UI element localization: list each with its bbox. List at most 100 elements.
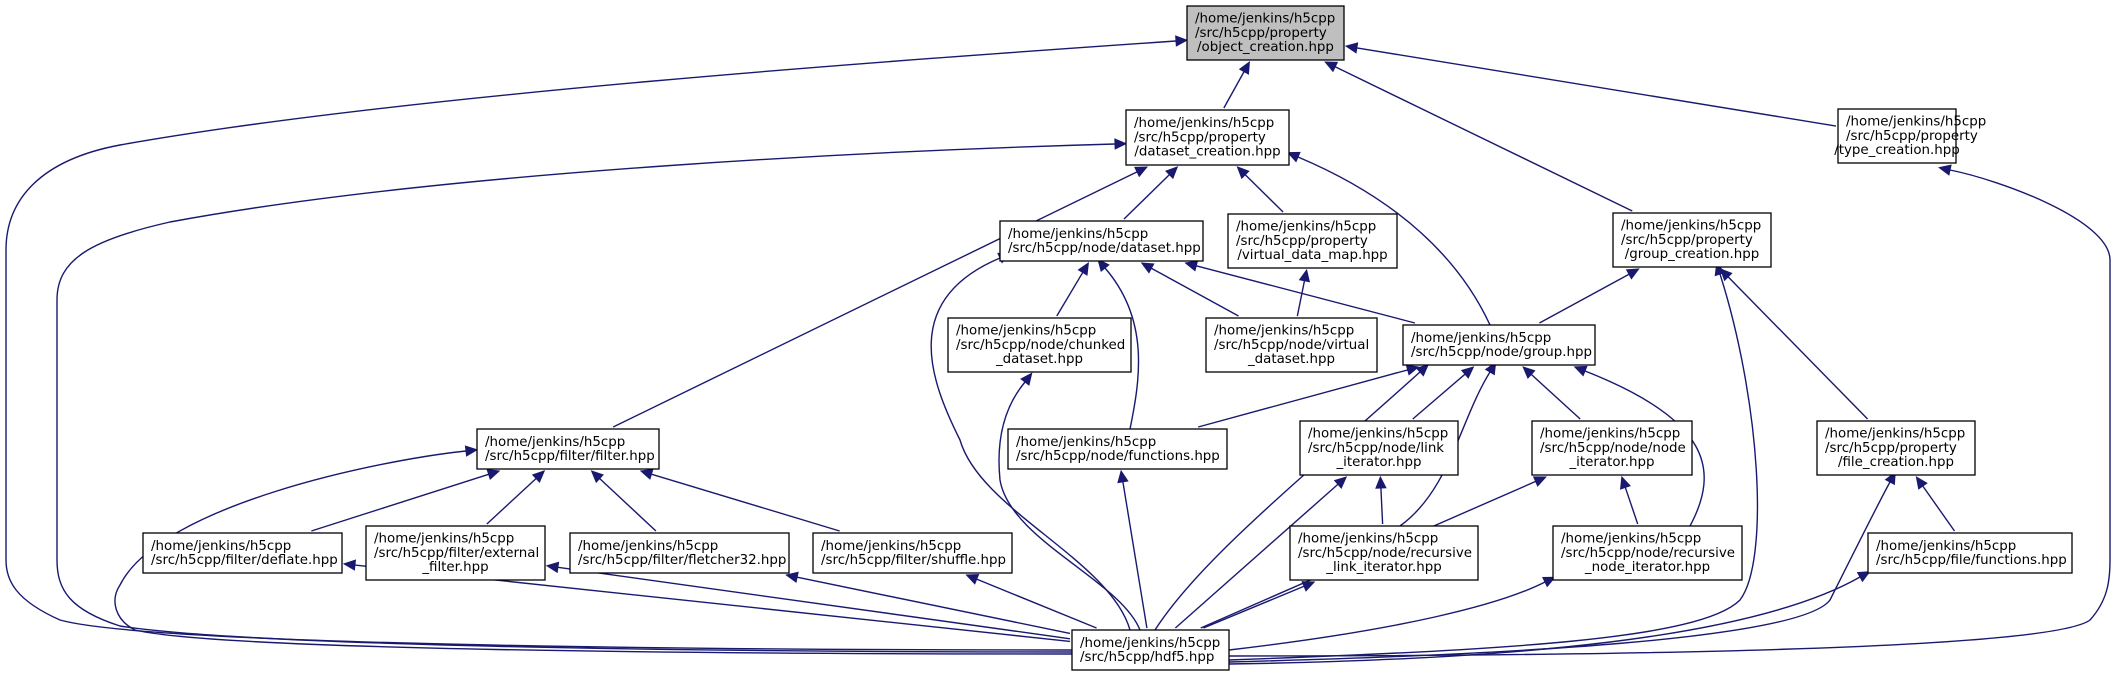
arrowhead-icon [1165,166,1179,180]
arrowhead-icon [1117,469,1129,484]
arrowhead-icon [1077,261,1090,276]
node-box [1816,420,1976,476]
node-dataset-creation[interactable]: /home/jenkins/h5cpp/src/h5cpp/property/d… [1125,109,1290,166]
edge-dataset-creation-to-object-creation [1223,60,1250,109]
edge-line [1203,585,1305,629]
node-label-line: /virtual_data_map.hpp [1237,248,1387,263]
node-box [1289,525,1479,581]
node-label-line: /home/jenkins/h5cpp [374,532,514,547]
node-label-line: /src/h5cpp/node/functions.hpp [1016,449,1220,464]
node-group-creation[interactable]: /home/jenkins/h5cpp/src/h5cpp/property/g… [1612,212,1772,268]
node-label-line: /src/h5cpp/hdf5.hpp [1080,650,1214,665]
node-label-line: /src/h5cpp/property [1236,234,1368,249]
edge-line [1380,487,1384,525]
node-label-line: /object_creation.hpp [1197,40,1334,55]
arrowhead-icon [464,445,479,457]
arrowhead-icon [1301,581,1316,592]
node-fletcher32[interactable]: /home/jenkins/h5cpp/src/h5cpp/filter/fle… [569,532,790,574]
node-shuffle[interactable]: /home/jenkins/h5cpp/src/h5cpp/filter/shu… [812,532,1013,574]
edge-file-functions-to-file-creation [1915,476,1956,532]
node-label-line: /home/jenkins/h5cpp [1008,227,1148,242]
node-box [1071,629,1230,671]
edge-line [976,578,1097,629]
node-box [476,428,660,470]
edge-hdf5-to-recursive-link-iterator [1203,581,1316,629]
edge-line [1727,276,1869,420]
node-label-line: /src/h5cpp/filter/fletcher32.hpp [578,553,786,568]
arrowhead-icon [639,468,654,480]
arrowhead-icon [1620,475,1631,490]
edge-type-creation-to-object-creation [1344,42,1837,127]
node-label-line: /src/h5cpp/node/link [1308,441,1444,456]
node-box [365,525,546,581]
arrowhead-icon [1460,366,1475,379]
arrowhead-icon [1405,364,1420,376]
node-label-line: _node_iterator.hpp [1584,560,1710,575]
node-file-functions[interactable]: /home/jenkins/h5cpp/src/h5cpp/file/funct… [1867,532,2073,574]
arrowhead-icon [1856,571,1871,583]
node-external-filter[interactable]: /home/jenkins/h5cpp/src/h5cpp/filter/ext… [365,525,546,581]
node-file-creation[interactable]: /home/jenkins/h5cpp/src/h5cpp/property/f… [1816,420,1976,476]
node-label-line: /home/jenkins/h5cpp [1308,427,1448,442]
node-label-line: /group_creation.hpp [1625,247,1760,262]
edge-line [1122,481,1148,629]
edge-line [1151,267,1239,317]
node-box [1227,213,1398,269]
edge-line [612,171,1138,428]
node-recursive-node-iterator[interactable]: /home/jenkins/h5cpp/src/h5cpp/node/recur… [1552,525,1743,581]
node-recursive-link-iterator[interactable]: /home/jenkins/h5cpp/src/h5cpp/node/recur… [1289,525,1479,581]
node-type-creation[interactable]: /home/jenkins/h5cpp/src/h5cpp/property/t… [1834,108,1986,164]
edge-line [1223,71,1245,109]
node-virtual-dataset[interactable]: /home/jenkins/h5cpp/src/h5cpp/node/virtu… [1205,317,1378,373]
node-label-line: /src/h5cpp/property [1195,26,1327,41]
node-label-line: /home/jenkins/h5cpp [1134,116,1274,131]
edge-link-iterator-to-node-group [1412,366,1475,420]
node-layer: /home/jenkins/h5cpp/src/h5cpp/property/o… [142,5,2073,671]
node-link-iterator[interactable]: /home/jenkins/h5cpp/src/h5cpp/node/link_… [1299,420,1459,476]
node-label-line: /src/h5cpp/property [1825,441,1957,456]
arrowhead-icon [1114,138,1128,150]
arrowhead-icon [1324,61,1339,73]
edge-line [1056,272,1084,317]
edge-node-functions-to-node-group [1198,364,1420,428]
node-virtual-data-map[interactable]: /home/jenkins/h5cpp/src/h5cpp/property/v… [1227,213,1398,269]
edge-line [796,576,1071,635]
node-deflate[interactable]: /home/jenkins/h5cpp/src/h5cpp/filter/def… [142,532,343,574]
node-node-iterator[interactable]: /home/jenkins/h5cpp/src/h5cpp/node/node_… [1531,420,1693,476]
edge-line [1104,267,1140,430]
node-label-line: /src/h5cpp/node/recursive [1561,546,1735,561]
edge-line [1228,581,1546,651]
node-label-line: /src/h5cpp/filter/shuffle.hpp [821,553,1006,568]
edge-line [1334,66,1633,212]
edge-hdf5-to-link-iterator [1174,476,1348,629]
node-label-line: /src/h5cpp/node/node [1540,441,1686,456]
edge-hdf5-to-object-creation [5,35,1189,651]
edge-hdf5-to-recursive-node-iterator [1228,576,1556,651]
edge-virtual-data-map-to-dataset-creation [1236,166,1284,213]
node-node-dataset[interactable]: /home/jenkins/h5cpp/src/h5cpp/node/datas… [999,220,1204,262]
node-label-line: /home/jenkins/h5cpp [1825,427,1965,442]
arrowhead-icon [1573,365,1588,377]
edge-hdf5-to-shuffle [965,573,1097,629]
node-hdf5[interactable]: /home/jenkins/h5cpp/src/h5cpp/hdf5.hpp [1071,629,1230,671]
node-node-functions[interactable]: /home/jenkins/h5cpp/src/h5cpp/node/funct… [1007,428,1228,470]
edge-line [1624,487,1639,525]
edge-line [1584,370,1705,527]
node-label-line: /home/jenkins/h5cpp [1080,636,1220,651]
arrowhead-icon [1286,151,1301,163]
node-chunked-dataset[interactable]: /home/jenkins/h5cpp/src/h5cpp/node/chunk… [947,317,1132,373]
node-box [1125,109,1290,166]
node-label-line: /home/jenkins/h5cpp [1876,539,2016,554]
node-label-line: /file_creation.hpp [1838,455,1954,470]
node-label-line: /home/jenkins/h5cpp [1236,220,1376,235]
arrowhead-icon [1938,164,1952,176]
arrowhead-icon [1298,268,1311,283]
node-label-line: /home/jenkins/h5cpp [956,324,1096,339]
node-box [1186,5,1345,61]
node-filter[interactable]: /home/jenkins/h5cpp/src/h5cpp/filter/fil… [476,428,660,470]
arrowhead-icon [1097,258,1110,273]
node-label-line: /src/h5cpp/file/functions.hpp [1876,553,2067,568]
node-node-group[interactable]: /home/jenkins/h5cpp/src/h5cpp/node/group… [1402,324,1596,366]
edge-node-iterator-to-node-group [1522,366,1581,420]
edge-external-filter-to-filter [486,470,546,525]
